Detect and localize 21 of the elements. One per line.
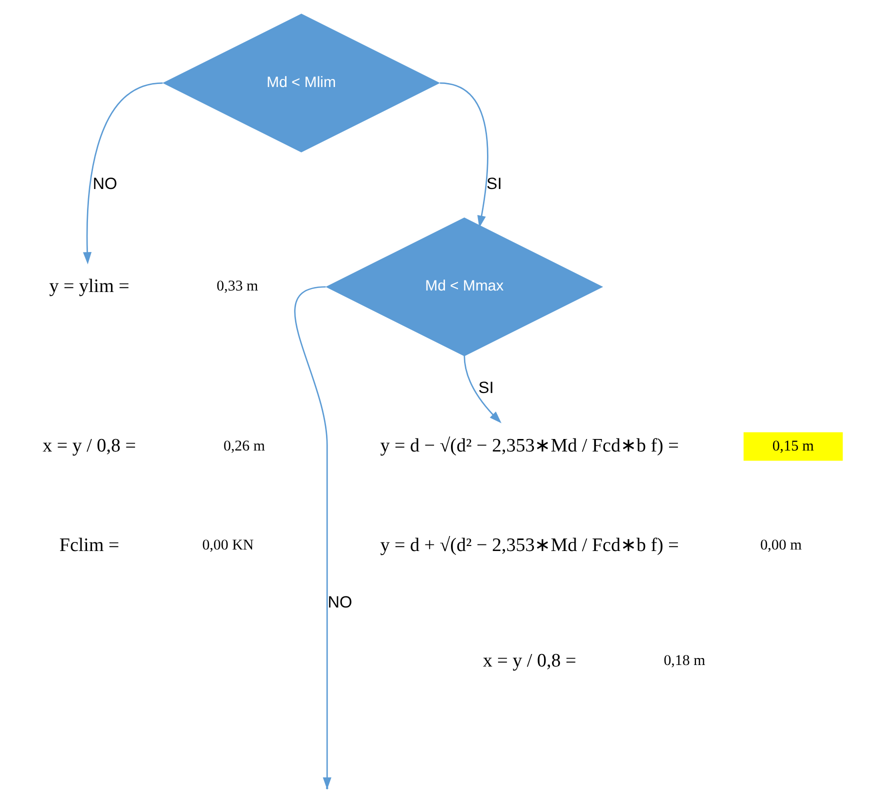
arrow: [439, 82, 488, 228]
label: Fclim =: [58, 534, 119, 556]
label: 0,18 m: [663, 652, 705, 669]
node-diamond: Md < Mlim: [162, 13, 440, 152]
arrow: [82, 82, 162, 264]
label: 0,00 KN: [202, 537, 254, 554]
label: y = d + √(d² − 2,353∗Md / Fcd∗b f) =: [380, 534, 678, 556]
edge-label: NO: [327, 593, 352, 612]
label: 0,26 m: [222, 438, 264, 454]
arrow: [463, 354, 501, 423]
edge-label: SI: [486, 174, 502, 193]
label: 0,00 m: [760, 537, 802, 554]
edge-label: SI: [478, 378, 494, 396]
edge-label: NO: [92, 174, 117, 193]
label: x = y / 0,8 =: [482, 650, 576, 671]
label: x = y / 0,8 =: [42, 435, 136, 456]
label: 0,33 m: [216, 278, 258, 294]
node-text: y = ylim =: [48, 275, 129, 296]
label: 0,15 m: [772, 438, 814, 454]
node-text: y = d − √(d² − 2,353∗Md / Fcd∗b f) =: [380, 435, 678, 456]
node-diamond: Md < Mmax: [325, 217, 603, 356]
